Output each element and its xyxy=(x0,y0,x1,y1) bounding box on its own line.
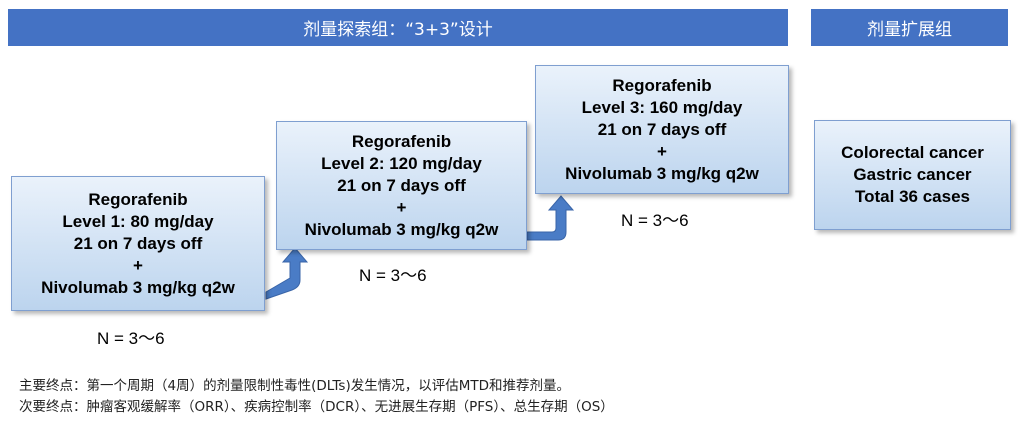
expansion-gastric: Gastric cancer xyxy=(853,165,972,184)
dose-escalation-header-text: 剂量探索组：“3+3”设计 xyxy=(303,20,493,40)
level3-dose: Level 3: 160 mg/day xyxy=(581,97,743,117)
level2-drug: Regorafenib xyxy=(351,131,452,151)
level1-dose: Level 1: 80 mg/day xyxy=(62,211,214,231)
level2-box: Regorafenib Level 2: 120 mg/day 21 on 7 … xyxy=(276,121,527,250)
level2-dose: Level 2: 120 mg/day xyxy=(321,153,482,173)
endpoints-notes: 主要终点：第一个周期（4周）的剂量限制性毒性(DLTs)发生情况，以评估MTD和… xyxy=(19,376,614,418)
level3-drug: Regorafenib xyxy=(612,75,712,95)
level2-n: N = 3～6 xyxy=(359,266,427,285)
dose-expansion-header: 剂量扩展组 xyxy=(811,9,1008,46)
level3-schedule: 21 on 7 days off xyxy=(597,119,727,139)
level1-combo: Nivolumab 3 mg/kg q2w xyxy=(41,277,235,297)
dose-expansion-header-text: 剂量扩展组 xyxy=(867,20,952,40)
arrow-level2-to-level3 xyxy=(526,195,575,241)
primary-endpoint: 主要终点：第一个周期（4周）的剂量限制性毒性(DLTs)发生情况，以评估MTD和… xyxy=(19,378,571,394)
level2-combo: Nivolumab 3 mg/kg q2w xyxy=(304,219,499,239)
level3-plus: + xyxy=(657,141,667,161)
expansion-total: Total 36 cases xyxy=(855,187,970,206)
level3-combo: Nivolumab 3 mg/kg q2w xyxy=(565,163,759,183)
level1-schedule: 21 on 7 days off xyxy=(73,233,203,253)
level2-plus: + xyxy=(396,197,407,217)
level3-n: N = 3～6 xyxy=(621,211,689,230)
level1-drug: Regorafenib xyxy=(88,189,188,209)
secondary-endpoint: 次要终点：肿瘤客观缓解率（ORR）、疾病控制率（DCR）、无进展生存期（PFS）… xyxy=(19,399,614,415)
arrow-level1-to-level2 xyxy=(265,247,309,300)
dose-escalation-header: 剂量探索组：“3+3”设计 xyxy=(8,9,788,46)
level1-plus: + xyxy=(133,255,143,275)
expansion-box: Colorectal cancer Gastric cancer Total 3… xyxy=(814,120,1011,230)
level1-n: N = 3～6 xyxy=(97,329,165,348)
level3-box: Regorafenib Level 3: 160 mg/day 21 on 7 … xyxy=(535,65,789,194)
level1-box: Regorafenib Level 1: 80 mg/day 21 on 7 d… xyxy=(11,176,265,311)
level2-schedule: 21 on 7 days off xyxy=(337,175,466,195)
expansion-colorectal: Colorectal cancer xyxy=(841,143,984,162)
